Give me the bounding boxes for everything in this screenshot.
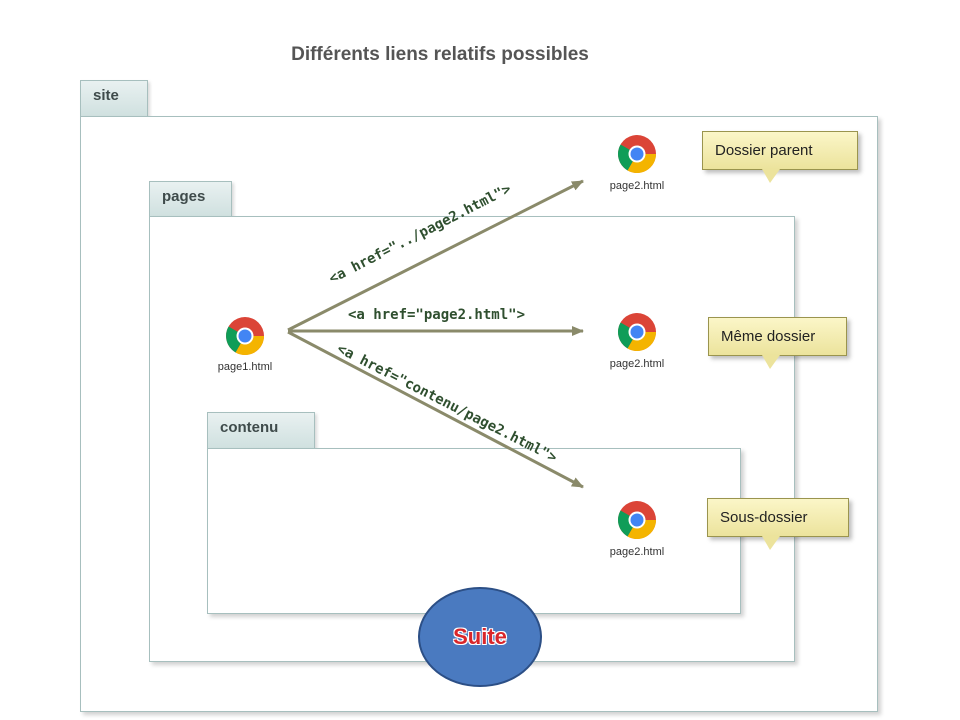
callout-label-sub: Sous-dossier [720,509,808,526]
link-code-same: <a href="page2.html"> [348,307,526,323]
file-label-page2-parent: page2.html [609,180,665,192]
chrome-icon [618,501,656,539]
callout-same: Même dossier [708,317,847,356]
chrome-icon [618,313,656,351]
file-label-page2-same: page2.html [609,358,665,370]
diagram-title: Différents liens relatifs possibles [291,44,589,65]
callout-parent: Dossier parent [702,131,858,170]
callout-label-same: Même dossier [721,328,816,345]
callout-sub: Sous-dossier [707,498,849,537]
folder-label-contenu: contenu [220,419,279,436]
callout-tail-parent [762,169,780,183]
chrome-icon [226,317,264,355]
callout-label-parent: Dossier parent [715,142,813,159]
callout-tail-same [762,355,780,369]
folder-label-site: site [93,87,119,104]
arrow-sub [287,330,584,489]
file-label-page2-sub: page2.html [609,546,665,558]
folder-tab-site: site [80,80,148,117]
suite-button-label: Suite [453,624,507,649]
file-label-page1: page1.html [217,361,273,373]
folder-tab-contenu: contenu [207,412,315,449]
folder-tab-pages: pages [149,181,232,217]
chrome-icon [618,135,656,173]
folder-label-pages: pages [162,188,206,205]
callout-tail-sub [762,536,780,550]
arrow-parent [287,179,584,332]
suite-button[interactable]: Suite [418,587,542,687]
